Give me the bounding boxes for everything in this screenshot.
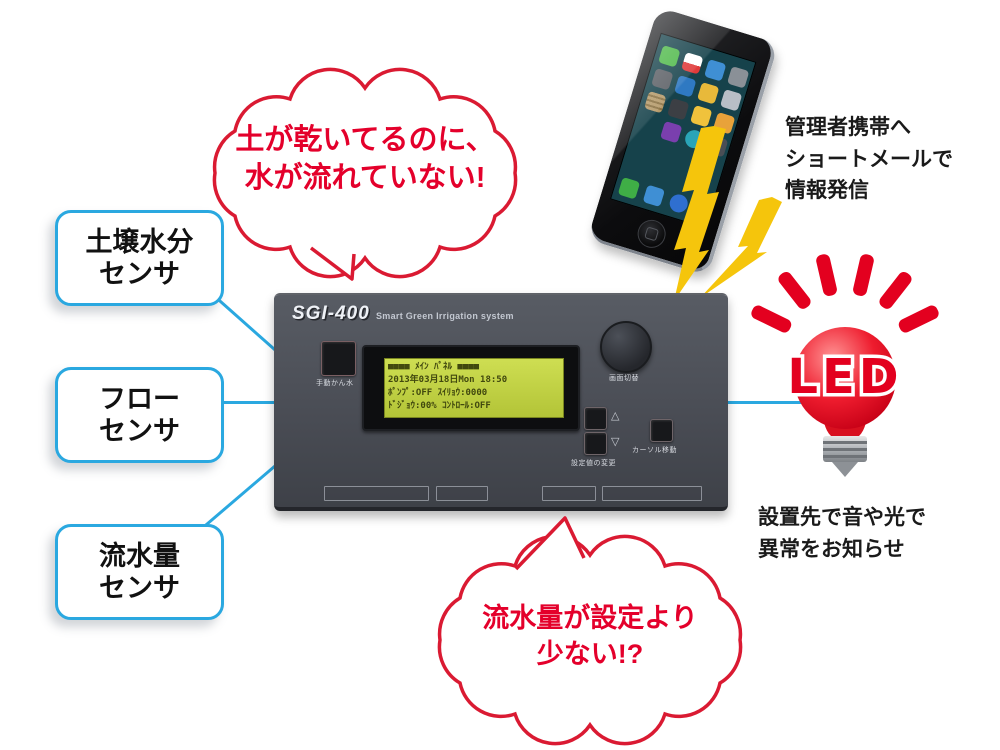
led-bulb: LED <box>751 254 939 477</box>
terminal-markings <box>274 486 728 502</box>
manual-watering-button <box>321 341 356 376</box>
cloud-tail <box>309 246 356 281</box>
led-rays <box>751 254 939 333</box>
socket-ridge <box>823 441 867 444</box>
socket-ridge <box>823 455 867 458</box>
led-label: LED <box>787 349 902 405</box>
sgi-400-controller: SGI-400 Smart Green Irrigation system 手動… <box>274 293 728 511</box>
sensor-label-flow: フロー センサ <box>55 367 224 463</box>
cursor-move-label: カーソル移動 <box>632 447 677 454</box>
socket-tip <box>832 462 858 477</box>
sensor-label-soil-moisture: 土壌水分 センサ <box>55 210 224 306</box>
lcd-screen: ■■■■ ﾒｲﾝ ﾊﾟﾈﾙ ■■■■ 2013年03月18日Mon 18:50 … <box>384 358 564 418</box>
phone-annotation: 管理者携帯へ ショートメールで 情報発信 <box>785 116 953 202</box>
lightning-bolt-icon <box>674 126 726 301</box>
screen-switch-knob <box>600 321 652 373</box>
sensor-label-water-volume: 流水量 センサ <box>55 524 224 620</box>
up-triangle-icon: △ <box>611 410 620 422</box>
alert-text-bottom: 流水量が設定より 少ない!? <box>482 603 698 670</box>
alert-text-top: 土が乾いてるのに、 水が流れていない! <box>235 124 495 194</box>
led-annotation: 設置先で音や光で 異常をお知らせ <box>758 506 926 561</box>
alert-bubble-top <box>212 67 518 281</box>
manual-watering-label: 手動かん水 <box>316 380 354 387</box>
terminal-bracket <box>542 486 596 501</box>
cloud-outline <box>437 534 743 746</box>
lcd-line-3: ﾎﾟﾝﾌﾟ:OFF ｽｲﾘｮｳ:0000 <box>388 388 488 399</box>
bulb-glass <box>794 327 896 429</box>
cloud-tail <box>514 516 586 571</box>
lcd-line-1: ■■■■ ﾒｲﾝ ﾊﾟﾈﾙ ■■■■ <box>388 362 480 372</box>
lcd-bezel: ■■■■ ﾒｲﾝ ﾊﾟﾈﾙ ■■■■ 2013年03月18日Mon 18:50 … <box>362 345 580 431</box>
cursor-move-button <box>650 419 673 442</box>
cloud-outline <box>212 67 518 279</box>
socket-ridge <box>823 448 867 451</box>
device-subtitle: Smart Green Irrigation system <box>376 311 514 321</box>
lcd-line-2: 2013年03月18日Mon 18:50 <box>388 375 508 386</box>
alert-bubble-bottom <box>437 516 743 746</box>
wire-led <box>726 401 804 404</box>
down-triangle-icon: ▽ <box>611 436 620 448</box>
setting-up-button <box>584 407 607 430</box>
terminal-bracket <box>324 486 429 501</box>
terminal-bracket <box>602 486 702 501</box>
lightning-bolt-icon <box>700 197 782 298</box>
lcd-line-4: ﾄﾞｼﾞｮｳ:00% ｺﾝﾄﾛｰﾙ:OFF <box>388 401 491 412</box>
screen-switch-label: 画面切替 <box>609 375 639 382</box>
terminal-bracket <box>436 486 488 501</box>
setting-change-label: 設定値の変更 <box>571 460 616 467</box>
setting-down-button <box>584 432 607 455</box>
device-model-logo: SGI-400 <box>292 303 370 324</box>
wire-flow-sensor <box>218 401 280 404</box>
